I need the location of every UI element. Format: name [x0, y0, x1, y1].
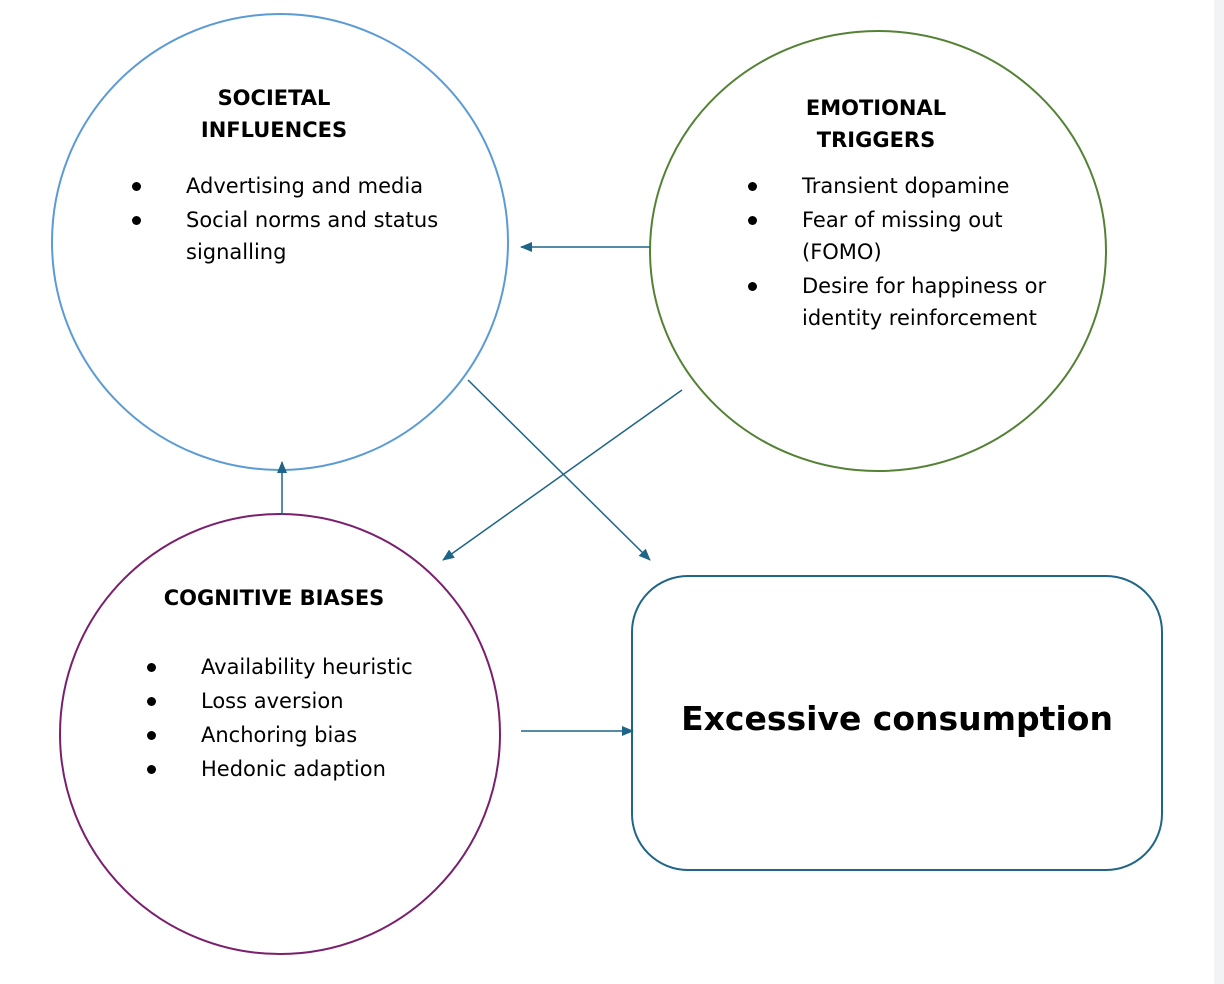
emotional-item-1: Transient dopamine — [802, 174, 1010, 198]
list-item: Transient dopamine — [748, 170, 1088, 202]
bullet-icon — [748, 216, 757, 225]
cognitive-item-3: Anchoring bias — [201, 723, 358, 747]
societal-item-2: Social norms and status — [186, 208, 439, 232]
cognitive-item-2: Loss aversion — [201, 689, 344, 713]
right-edge-strip — [1214, 0, 1224, 984]
excessive-consumption-label: Excessive consumption — [681, 699, 1113, 738]
list-item: Fear of missing out (FOMO) — [748, 204, 1088, 268]
bullet-icon — [132, 182, 141, 191]
arrow-societal-to-consumption — [467, 379, 651, 561]
emotional-item-2: Fear of missing out — [802, 208, 1003, 232]
list-item: Anchoring bias — [147, 719, 467, 751]
list-item: Hedonic adaption — [147, 753, 467, 785]
cognitive-item-1: Availability heuristic — [201, 655, 413, 679]
emotional-triggers-circle — [649, 30, 1107, 472]
societal-item-1: Advertising and media — [186, 174, 424, 198]
societal-title-line1: SOCIETAL — [217, 86, 331, 110]
excessive-consumption-box — [631, 575, 1163, 871]
societal-influences-list: Advertising and media Social norms and s… — [132, 170, 472, 270]
bullet-icon — [748, 182, 757, 191]
emotional-title-line1: EMOTIONAL — [805, 96, 947, 120]
emotional-item-3-cont: identity reinforcement — [802, 306, 1037, 330]
arrow-emotional-to-cognitive — [442, 389, 683, 561]
emotional-triggers-heading: EMOTIONAL TRIGGERS — [736, 92, 1016, 156]
bullet-icon — [748, 282, 757, 291]
emotional-triggers-list: Transient dopamine Fear of missing out (F… — [748, 170, 1088, 336]
societal-title-line2: INFLUENCES — [200, 118, 348, 142]
bullet-icon — [147, 663, 156, 672]
cognitive-biases-heading: COGNITIVE BIASES — [124, 582, 424, 614]
emotional-item-2-cont: (FOMO) — [802, 240, 882, 264]
list-item: Loss aversion — [147, 685, 467, 717]
cognitive-biases-list: Availability heuristic Loss aversion Anc… — [147, 651, 467, 787]
emotional-item-3: Desire for happiness or — [802, 274, 1047, 298]
bullet-icon — [147, 731, 156, 740]
emotional-title-line2: TRIGGERS — [816, 128, 936, 152]
cognitive-item-4: Hedonic adaption — [201, 757, 386, 781]
cognitive-title: COGNITIVE BIASES — [163, 586, 385, 610]
list-item: Availability heuristic — [147, 651, 467, 683]
list-item: Social norms and status signalling — [132, 204, 472, 268]
list-item: Advertising and media — [132, 170, 472, 202]
bullet-icon — [132, 216, 141, 225]
bullet-icon — [147, 697, 156, 706]
list-item: Desire for happiness or identity reinforc… — [748, 270, 1088, 334]
cognitive-biases-circle — [59, 513, 501, 955]
bullet-icon — [147, 765, 156, 774]
societal-item-2-cont: signalling — [186, 240, 287, 264]
societal-influences-heading: SOCIETAL INFLUENCES — [134, 82, 414, 146]
